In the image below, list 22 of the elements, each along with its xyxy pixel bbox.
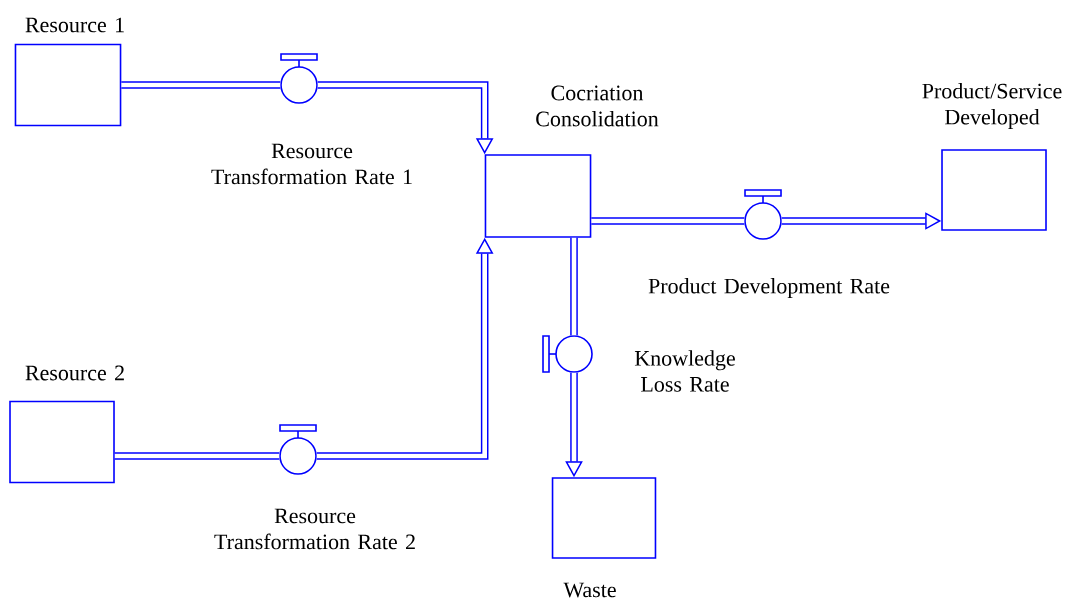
flow-pipe xyxy=(591,217,745,225)
stock-box xyxy=(14,43,122,127)
flow-pipe xyxy=(570,237,578,336)
stock-label: Resource 2 xyxy=(25,365,124,381)
rate-label: Knowledge Loss Rate xyxy=(634,350,735,392)
valve xyxy=(542,335,593,373)
rate-label: Product Development Rate xyxy=(648,278,890,298)
stock-label: Cocriation Consolidation xyxy=(536,85,659,127)
flow-pipe xyxy=(121,81,281,89)
valve xyxy=(744,189,782,240)
rate-label: Resource Transformation Rate 2 xyxy=(214,508,415,550)
stock-label: Product/Service Developed xyxy=(922,83,1062,129)
stock-label: Waste xyxy=(563,582,616,598)
valve xyxy=(280,53,318,104)
stock-label: Resource 1 xyxy=(25,17,124,33)
stock-box xyxy=(484,154,592,238)
stock-box xyxy=(941,149,1047,231)
flow-pipe xyxy=(114,452,280,460)
rate-label: Resource Transformation Rate 1 xyxy=(211,143,412,185)
stock-box xyxy=(9,400,115,484)
stock-box xyxy=(551,477,657,559)
valve xyxy=(279,424,317,475)
